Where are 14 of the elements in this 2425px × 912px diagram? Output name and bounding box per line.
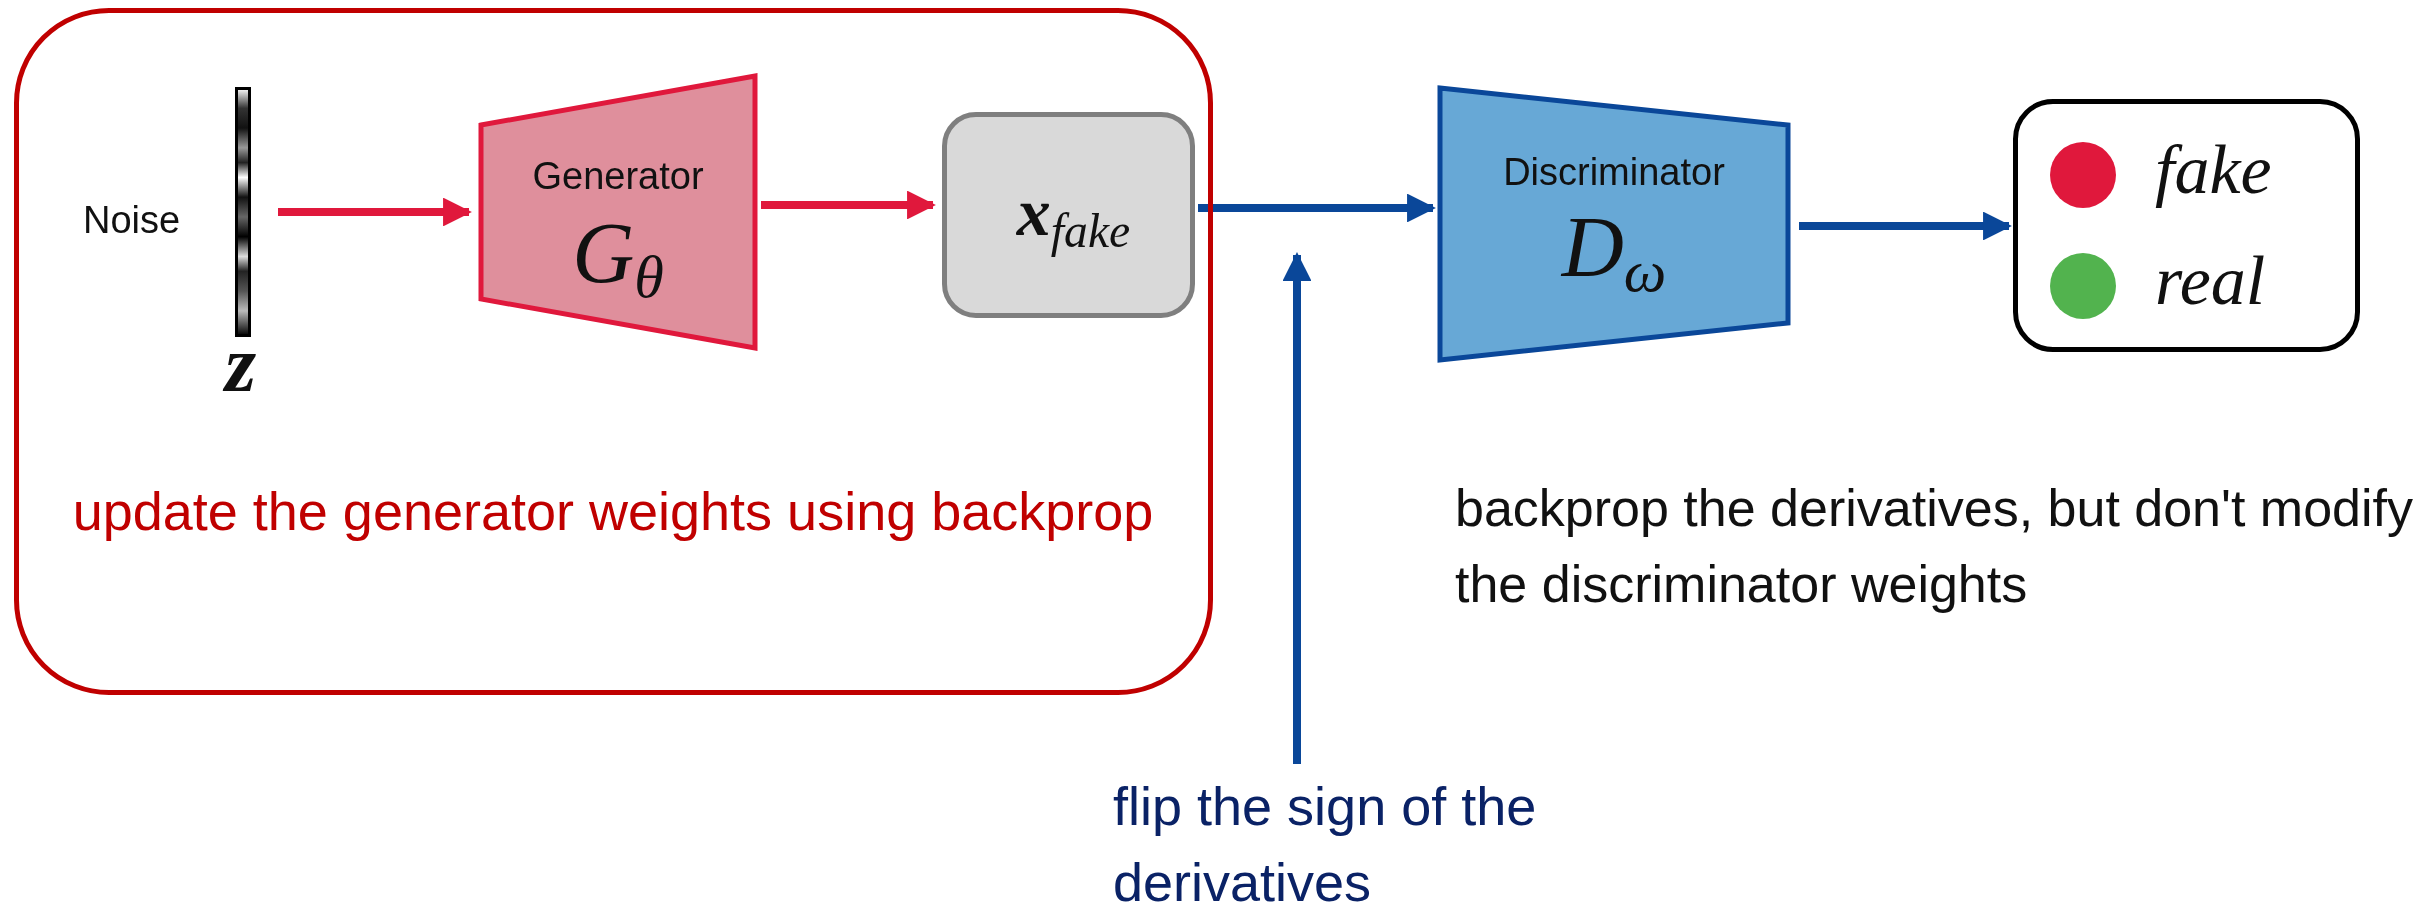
sample-box [942, 112, 1195, 318]
noise-label: Noise [83, 199, 181, 242]
class-label: real [2155, 241, 2266, 321]
prediction-box [2013, 99, 2360, 352]
math-symbol: x$_{fake}$ [1015, 173, 1132, 258]
group-frame [14, 8, 1213, 695]
annotation-text: update the generator weights using backprop [71, 480, 1155, 543]
block-title: Generator [531, 155, 705, 198]
annotation-text: flip the sign of the derivatives [1113, 775, 1538, 912]
class-label: fake [2155, 130, 2272, 210]
math-symbol: D$_{ω}$ [1560, 198, 1668, 307]
math-symbol: G$_{θ}$ [571, 204, 665, 313]
block-title: Discriminator [1502, 151, 1726, 194]
annotation-text: backprop the derivatives, but don't modify the discriminator weights [1455, 478, 2414, 615]
